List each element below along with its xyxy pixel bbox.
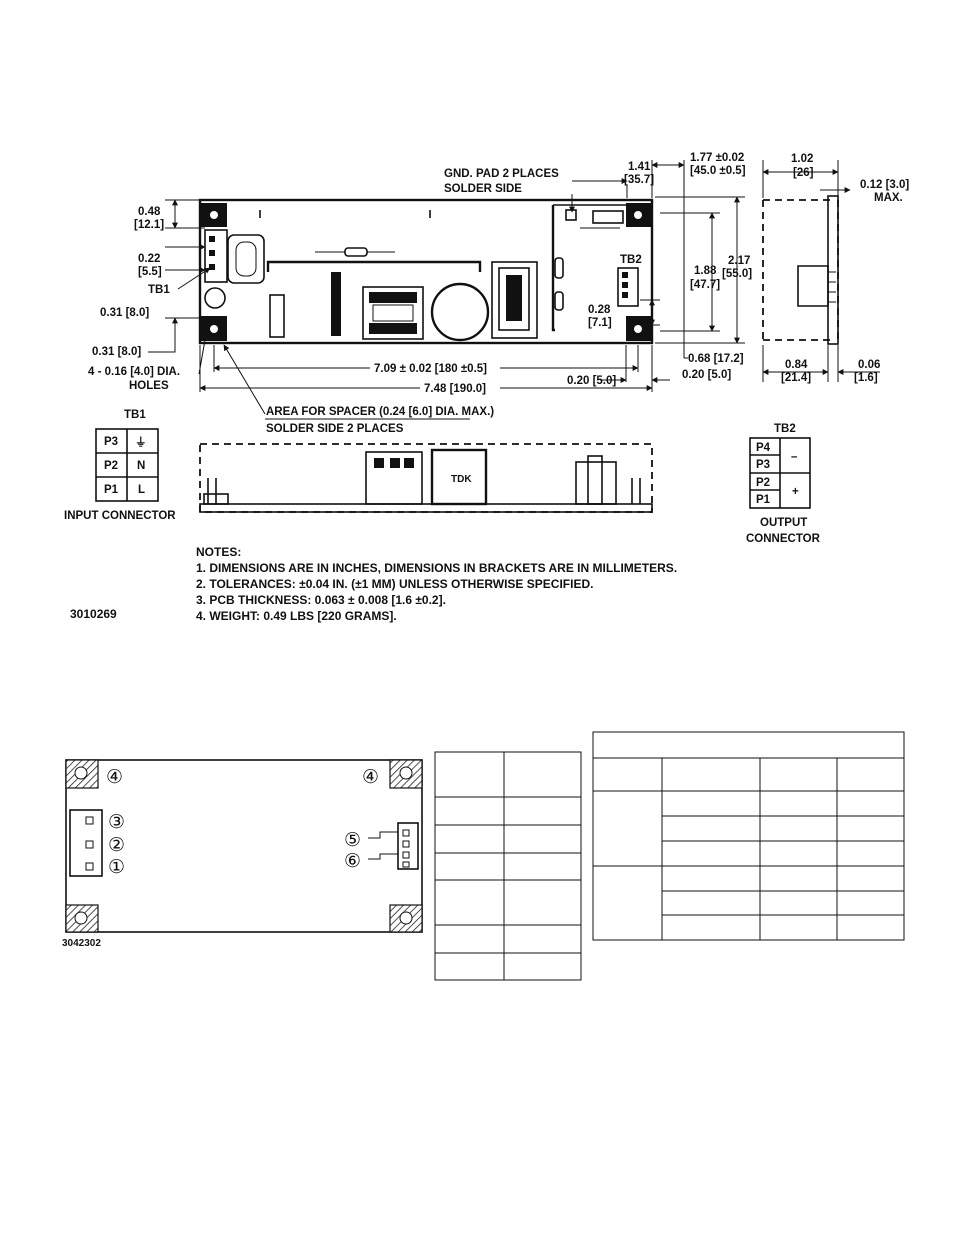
dim-084-mm: [21.4]: [781, 372, 811, 384]
output-minus-sign: –: [791, 451, 798, 463]
dim-012-max: MAX.: [874, 192, 903, 204]
top-view-dimensions: [148, 160, 745, 420]
dim-020-right: 0.20 [5.0]: [682, 369, 731, 381]
notes-heading: NOTES:: [196, 545, 241, 559]
notes-block: NOTES: 1. DIMENSIONS ARE IN INCHES, DIME…: [70, 545, 677, 623]
dim-028-mm: [7.1]: [588, 317, 612, 329]
marker-6: ⑥: [344, 850, 361, 872]
output-pin-p2: P2: [756, 477, 770, 489]
output-connector-table: TB2 P4 P3 P2 P1 – + OUTPUT CONNECTOR: [746, 423, 821, 545]
tb2-label: TB2: [620, 254, 642, 266]
dim-012: 0.12 [3.0]: [860, 179, 909, 191]
note-1: 1. DIMENSIONS ARE IN INCHES, DIMENSIONS …: [196, 561, 677, 575]
empty-table-middle: [434, 751, 582, 981]
marker-1: ①: [108, 856, 125, 878]
output-caption-1: OUTPUT: [760, 517, 807, 529]
dim-031-top: 0.31 [8.0]: [100, 307, 149, 319]
output-caption-2: CONNECTOR: [746, 533, 821, 545]
pinout-diagram: ④ ④ ③ ② ① ⑤ ⑥ 3042302: [62, 759, 423, 949]
input-pin-p3: P3: [104, 436, 118, 448]
holes-label-2: HOLES: [129, 380, 169, 392]
dim-020-bottom: 0.20 [5.0]: [567, 375, 616, 387]
dim-102: 1.02: [791, 153, 813, 165]
spacer-label-2: SOLDER SIDE 2 PLACES: [266, 423, 404, 435]
note-3: 3. PCB THICKNESS: 0.063 ± 0.008 [1.6 ±0.…: [196, 593, 446, 607]
drawing-number-top: 3010269: [70, 607, 117, 621]
dim-084: 0.84: [785, 359, 808, 371]
spacer-label: AREA FOR SPACER (0.24 [6.0] DIA. MAX.): [266, 406, 494, 418]
dim-022: 0.22: [138, 253, 160, 265]
dim-048-mm: [12.1]: [134, 219, 164, 231]
dim-006-mm: [1.6]: [854, 372, 878, 384]
dim-188: 1.88: [694, 265, 717, 277]
dim-748: 7.48 [190.0]: [424, 383, 486, 395]
dim-022-mm: [5.5]: [138, 266, 162, 278]
input-signal-ground: ⏚: [135, 436, 147, 449]
dim-141-mm: [35.7]: [624, 174, 654, 186]
tdk-mark: TDK: [451, 474, 472, 485]
top-view-board: [198, 198, 654, 345]
empty-table-right: [592, 731, 905, 941]
input-signal-l: L: [138, 484, 145, 496]
output-connector-title: TB2: [774, 423, 796, 435]
dim-141: 1.41: [628, 161, 651, 173]
dim-217: 2.17: [728, 255, 750, 267]
marker-5: ⑤: [344, 829, 361, 851]
dim-028: 0.28: [588, 304, 611, 316]
holes-label-1: 4 - 0.16 [4.0] DIA.: [88, 366, 180, 378]
tb1-label: TB1: [148, 284, 170, 296]
input-connector-caption: INPUT CONNECTOR: [64, 510, 176, 522]
output-pin-p1: P1: [756, 494, 771, 506]
top-view-labels: GND. PAD 2 PLACES SOLDER SIDE 1.41 [35.7…: [88, 152, 752, 435]
gnd-pad-label: GND. PAD 2 PLACES: [444, 168, 559, 180]
dim-217-mm: [55.0]: [722, 268, 752, 280]
front-elevation: TDK: [199, 443, 653, 513]
dim-709: 7.09 ± 0.02 [180 ±0.5]: [374, 363, 487, 375]
dim-102-mm: [26]: [793, 167, 814, 179]
note-4: 4. WEIGHT: 0.49 LBS [220 GRAMS].: [196, 609, 397, 623]
output-pin-p3: P3: [756, 459, 770, 471]
output-pin-p4: P4: [756, 442, 771, 454]
side-view: 1.02 [26] 0.12 [3.0] MAX. 0.84 [21.4] 0.…: [762, 153, 909, 384]
output-plus-sign: +: [792, 486, 799, 498]
note-2: 2. TOLERANCES: ±0.04 IN. (±1 MM) UNLESS …: [196, 577, 593, 591]
marker-3: ③: [108, 811, 125, 833]
solder-side-label: SOLDER SIDE: [444, 183, 522, 195]
input-pin-p2: P2: [104, 460, 118, 472]
input-signal-n: N: [137, 460, 145, 472]
marker-4-right: ④: [362, 766, 379, 788]
input-pin-p1: P1: [104, 484, 119, 496]
drawing-number-bottom: 3042302: [62, 938, 101, 949]
dim-031-bottom: 0.31 [8.0]: [92, 346, 141, 358]
dim-188-mm: [47.7]: [690, 279, 720, 291]
input-connector-table: TB1 P3 P2 P1 ⏚ N L INPUT CONNECTOR: [64, 409, 176, 522]
dim-068: 0.68 [17.2]: [688, 353, 744, 365]
dim-177: 1.77 ±0.02: [690, 152, 744, 164]
input-connector-title: TB1: [124, 409, 146, 421]
marker-4-left: ④: [106, 766, 123, 788]
dim-177-mm: [45.0 ±0.5]: [690, 165, 746, 177]
dim-006: 0.06: [858, 359, 880, 371]
dim-048: 0.48: [138, 206, 161, 218]
marker-2: ②: [108, 834, 125, 856]
